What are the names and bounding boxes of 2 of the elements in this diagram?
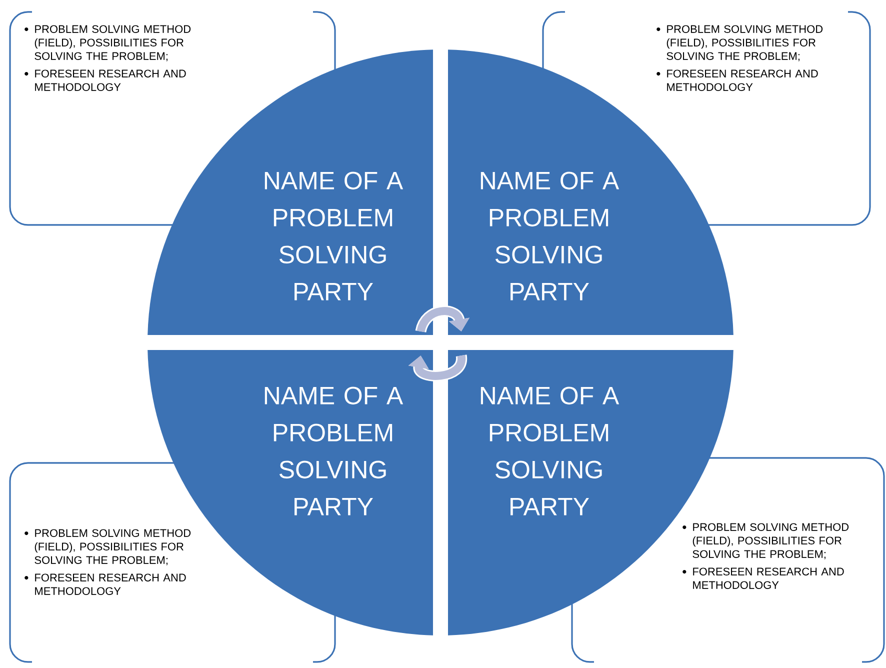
curved-arrow — [408, 356, 467, 382]
curved-arrow — [415, 306, 470, 333]
